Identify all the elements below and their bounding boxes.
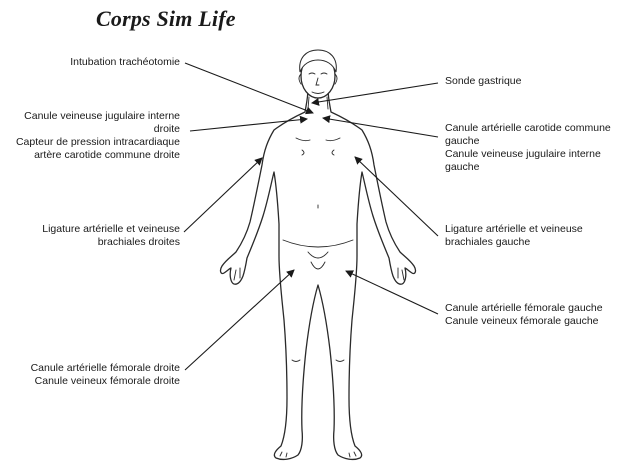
label-jugulaire-droite: Canule veineuse jugulaire interne droite…	[16, 110, 180, 162]
human-body-figure	[221, 50, 416, 459]
leader-femorale-droite	[185, 270, 294, 370]
label-carotide-gauche: Canule artérielle carotide commune gauch…	[445, 122, 611, 174]
label-brachiale-gauche: Ligature artérielle et veineuse brachial…	[445, 223, 583, 249]
label-brachiale-droite: Ligature artérielle et veineuse brachial…	[42, 223, 180, 249]
label-femorale-gauche: Canule artérielle fémorale gauche Canule…	[445, 302, 603, 328]
label-femorale-droite: Canule artérielle fémorale droite Canule…	[31, 362, 180, 388]
label-intubation: Intubation trachéotomie	[70, 56, 180, 69]
leader-femorale-gauche	[346, 271, 438, 314]
leader-intubation	[185, 63, 313, 113]
label-sonde-gastrique: Sonde gastrique	[445, 75, 521, 88]
body-outline	[221, 88, 416, 459]
